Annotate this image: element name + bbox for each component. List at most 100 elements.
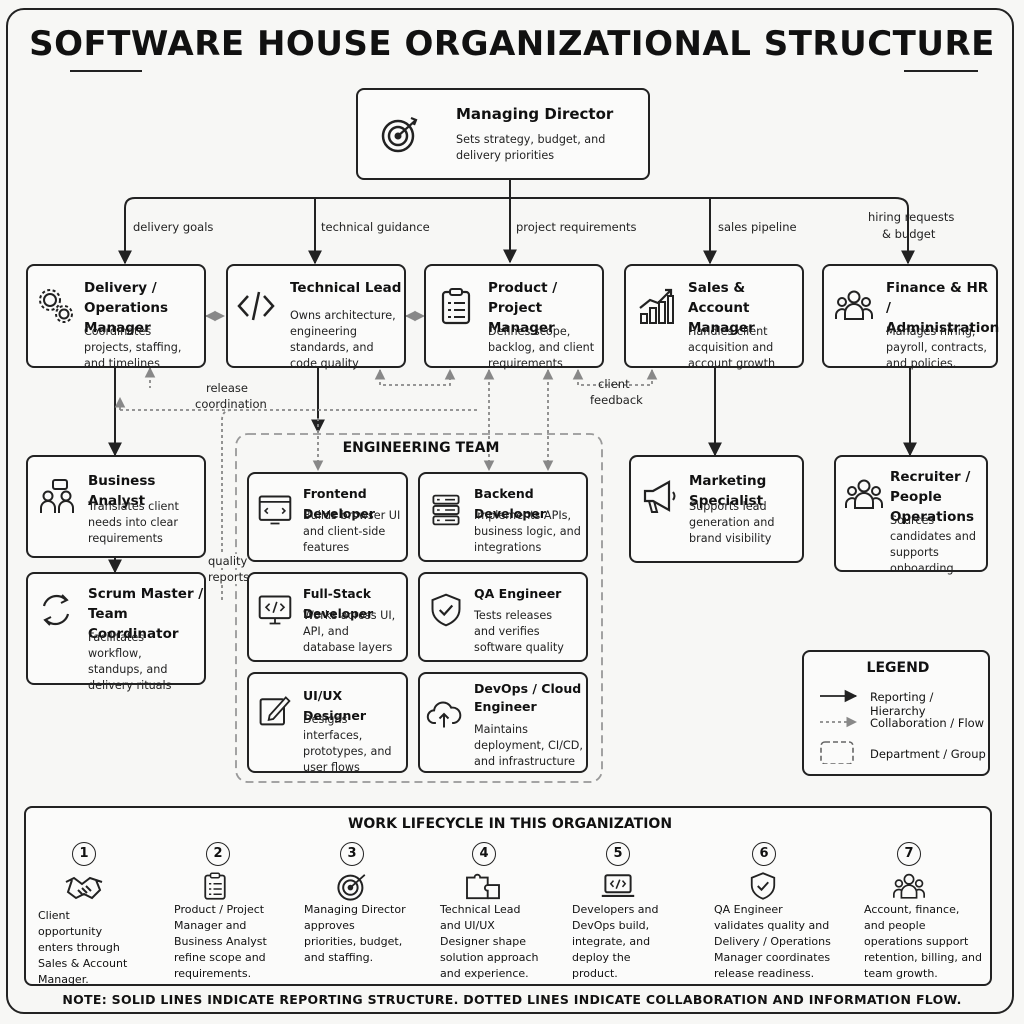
node-desc: Facilitates workflow, standups, and deli… (88, 631, 172, 692)
server-icon (432, 494, 460, 526)
engineering-team-title: Engineering Team (342, 440, 500, 456)
label-release: release (206, 381, 248, 395)
node-title: Sales & Account Manager (688, 280, 755, 336)
page-title: Software House Organizational Structure (29, 24, 995, 64)
node-title: UI/UX Designer (303, 688, 367, 723)
legend-title: LEGEND (866, 660, 930, 676)
step-text: Managing Director approves priorities, b… (304, 903, 406, 964)
node-devops-engineer[interactable]: DevOps / Cloud Engineer Maintains deploy… (418, 672, 588, 773)
node-desc: Tests releases and verifies software qua… (474, 609, 564, 654)
legend-solid-label: Reporting / Hierarchy (870, 690, 934, 718)
node-recruiter[interactable]: Recruiter / People Operations Sources ca… (834, 455, 988, 575)
node-desc: Coordinates projects, staffing, and time… (84, 325, 182, 370)
code-icon (237, 291, 275, 321)
label-feedback: feedback (590, 393, 643, 407)
dotted-product-sales (572, 368, 658, 386)
label-client: client (598, 377, 630, 391)
label-hiring-requests: hiring requests (868, 210, 955, 224)
node-uiux-designer[interactable]: UI/UX Designer Designs interfaces, proto… (247, 672, 408, 774)
gears-icon (39, 289, 73, 323)
label-coordination: coordination (195, 397, 267, 411)
node-title: Marketing Specialist (689, 473, 767, 509)
node-title: Managing Director (456, 105, 614, 123)
node-title: DevOps / Cloud Engineer (474, 681, 582, 714)
people-chat-icon (40, 479, 74, 513)
node-desc: Builds browser UI and client-side featur… (303, 509, 401, 554)
title-rule-right (904, 70, 978, 72)
step-number: 3 (340, 842, 364, 866)
node-delivery-manager[interactable]: Delivery / Operations Manager Coordinate… (26, 264, 206, 370)
dotted-quality-reports (221, 409, 233, 600)
page-frame (6, 8, 1014, 1014)
node-qa-engineer[interactable]: QA Engineer Tests releases and verifies … (418, 572, 588, 662)
node-title: Frontend Developer (303, 486, 375, 521)
node-title: Backend Developer (474, 486, 546, 521)
legend-group-label: Department / Group (870, 747, 986, 761)
target-icon (381, 116, 418, 153)
label-and-budget: & budget (882, 227, 936, 241)
label-project-requirements: project requirements (516, 220, 637, 234)
node-title: Delivery / Operations Manager (84, 280, 169, 336)
node-title: Finance & HR / Administration (886, 280, 1000, 336)
node-technical-lead[interactable]: Technical Lead Owns architecture, engine… (226, 264, 406, 370)
lifecycle-title: Work Lifecycle in This Organization (347, 816, 673, 832)
node-title: Recruiter / People Operations (890, 469, 975, 525)
node-desc: Designs interfaces, prototypes, and user… (303, 713, 392, 774)
node-scrum-master[interactable]: Scrum Master / Team Coordinator Facilita… (26, 572, 206, 692)
node-title: Product / Project Manager (488, 280, 558, 336)
lifecycle-panel: Work Lifecycle in This Organization 1 Cl… (24, 806, 992, 986)
people-group-icon (893, 873, 925, 899)
label-sales-pipeline: sales pipeline (718, 220, 797, 234)
node-desc: Supports lead generation and brand visib… (689, 500, 775, 545)
node-fullstack-developer[interactable]: Full-Stack Developer Works across UI, AP… (247, 572, 408, 662)
people-group-icon (835, 290, 873, 320)
shield-check-icon (431, 593, 461, 627)
node-title: Full-Stack Developer (303, 587, 374, 621)
puzzle-icon (466, 873, 500, 900)
label-delivery-goals: delivery goals (133, 220, 214, 234)
node-desc: Sources candidates and supports onboardi… (890, 514, 976, 575)
cloud-upload-icon (426, 701, 462, 728)
label-technical-guidance: technical guidance (321, 220, 430, 234)
label-reports: reports (208, 570, 250, 584)
step-text: QA Engineer validates quality and Delive… (714, 903, 831, 980)
people-group-icon (845, 479, 883, 509)
node-desc: Implements APIs, business logic, and int… (474, 509, 581, 554)
step-number: 6 (752, 842, 776, 866)
node-sales-manager[interactable]: Sales & Account Manager Handles client a… (624, 264, 804, 370)
legend-dotted-label: Collaboration / Flow (870, 716, 985, 730)
clipboard-icon (441, 288, 471, 325)
footer-note: NOTE: SOLID LINES INDICATE REPORTING STR… (62, 992, 962, 1007)
step-text: Client opportunity enters through Sales … (38, 909, 128, 986)
step-number: 5 (606, 842, 630, 866)
node-business-analyst[interactable]: Business Analyst Translates client needs… (26, 455, 206, 558)
dotted-techlead-product-loop (374, 368, 456, 386)
node-marketing-specialist[interactable]: Marketing Specialist Supports lead gener… (629, 455, 804, 563)
target-icon (337, 874, 366, 901)
step-number: 2 (206, 842, 230, 866)
step-text: Developers and DevOps build, integrate, … (572, 903, 659, 980)
cycle-icon (42, 594, 70, 626)
node-desc: Maintains deployment, CI/CD, and infrast… (474, 723, 583, 768)
node-title: Technical Lead (290, 280, 402, 296)
node-frontend-developer[interactable]: Frontend Developer Builds browser UI and… (247, 472, 408, 562)
node-managing-director[interactable]: Managing Director Sets strategy, budget,… (356, 88, 650, 180)
node-product-manager[interactable]: Product / Project Manager Defines scope,… (424, 264, 604, 370)
node-finance-hr[interactable]: Finance & HR / Administration Manages hi… (822, 264, 1000, 370)
node-title: Business Analyst (88, 473, 156, 509)
node-backend-developer[interactable]: Backend Developer Implements APIs, busin… (418, 472, 588, 562)
node-desc: Owns architecture, engineering standards… (290, 309, 396, 370)
node-title: QA Engineer (474, 586, 562, 601)
line-bus (124, 197, 909, 262)
browser-code-icon (258, 495, 292, 525)
legend-symbols (820, 689, 858, 764)
laptop-code-icon (601, 874, 635, 897)
engineering-group-box (235, 433, 603, 783)
node-title: Scrum Master / Team Coordinator (88, 586, 204, 642)
handshake-icon (65, 876, 103, 900)
node-desc: Sets strategy, budget, and delivery prio… (456, 133, 606, 162)
step-number: 7 (897, 842, 921, 866)
step-number: 1 (72, 842, 96, 866)
step-text: Account, finance, and people operations … (864, 903, 983, 980)
node-desc: Manages hiring, payroll, contracts, and … (886, 325, 987, 370)
